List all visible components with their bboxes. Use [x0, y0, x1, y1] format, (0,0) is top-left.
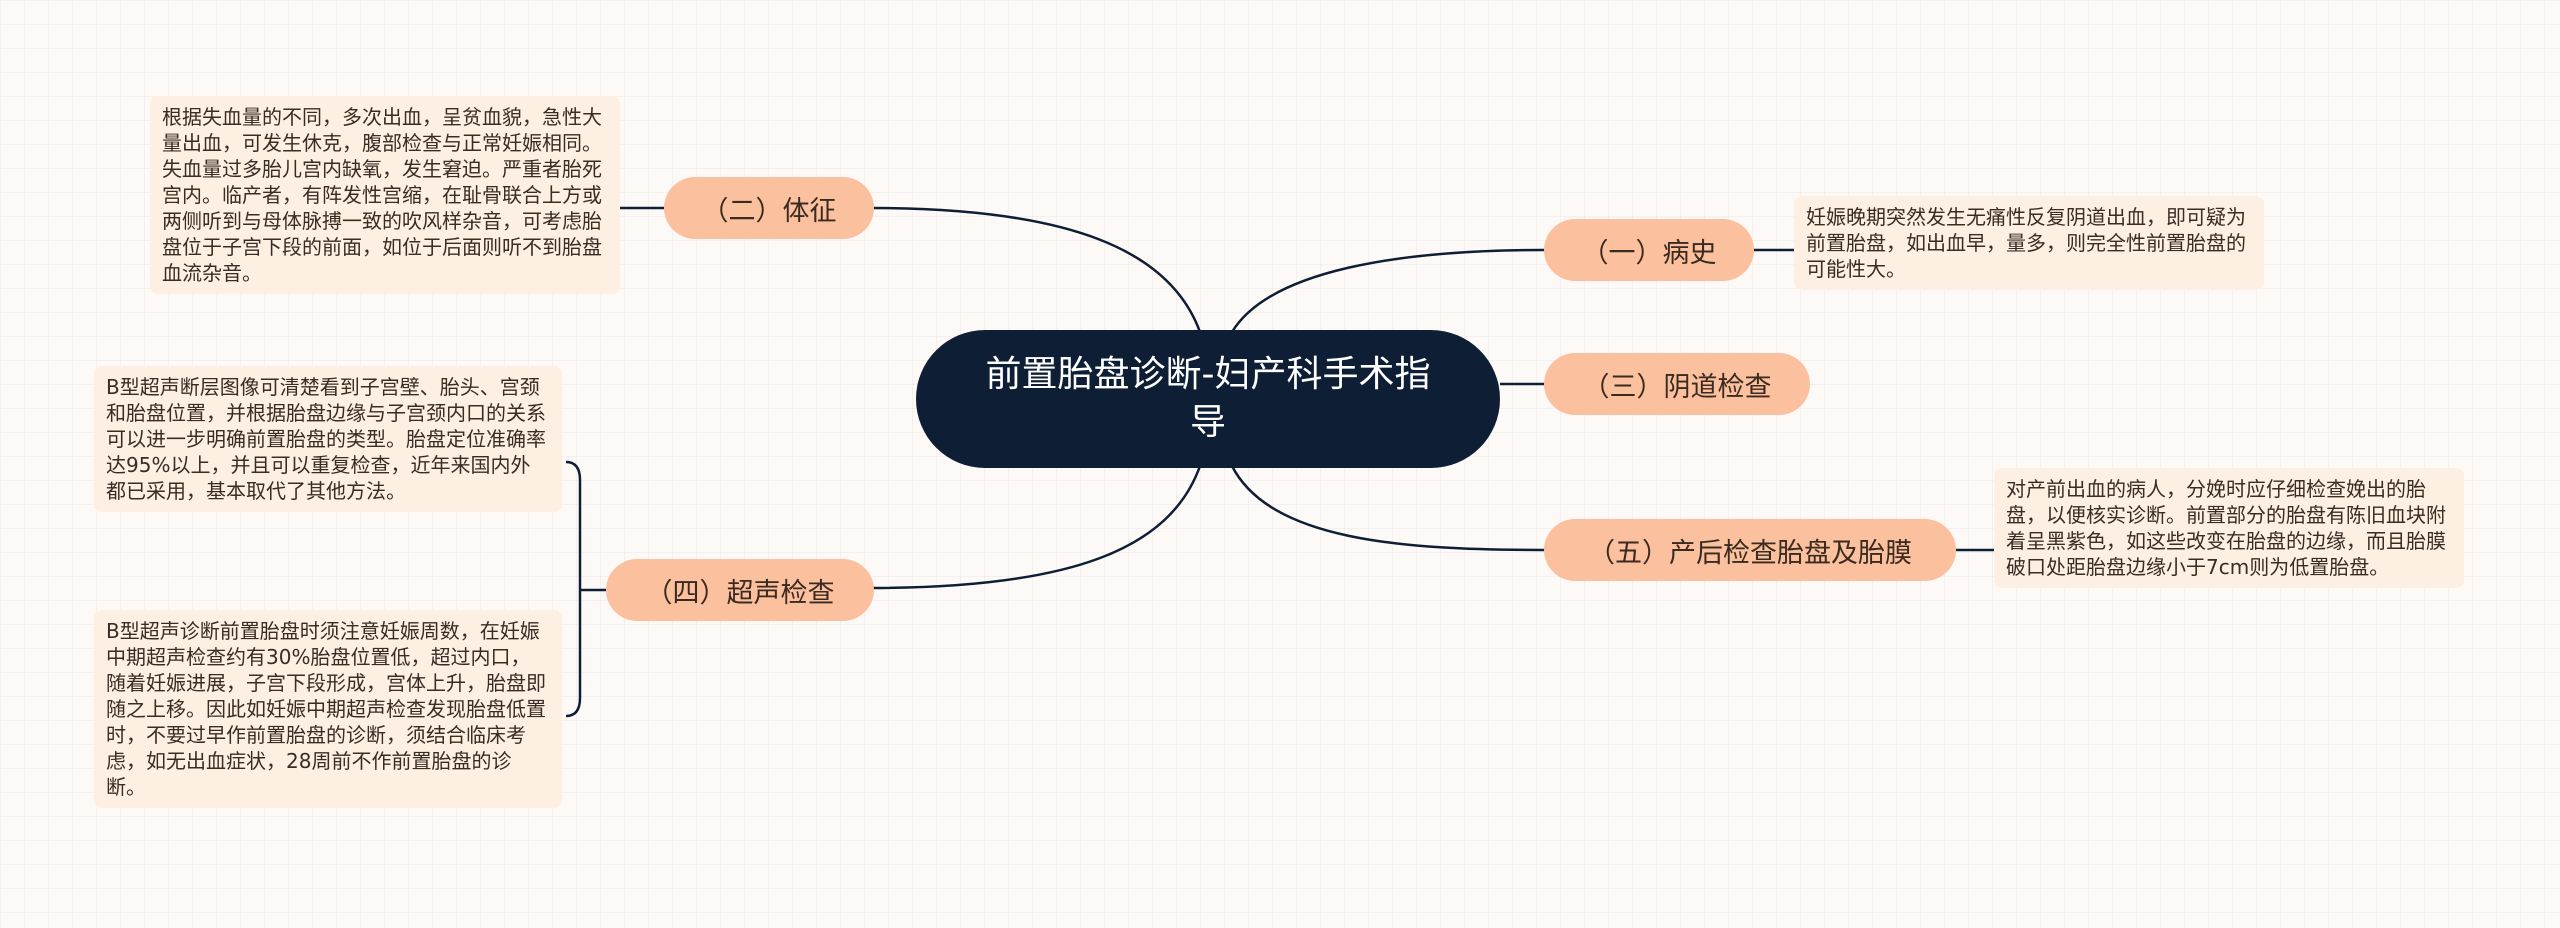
leaf-physical-signs: 根据失血量的不同，多次出血，呈贫血貌，急性大量出血，可发生休克，腹部检查与正常妊… [150, 96, 620, 294]
link-b4 [869, 465, 1202, 590]
branch-history[interactable]: （一）病史 [1544, 219, 1754, 281]
branch-ultrasound[interactable]: （四）超声检查 [606, 559, 874, 621]
leaf-text: 对产前出血的病人，分娩时应仔细检查娩出的胎盘，以便核实诊断。前置部分的胎盘有陈旧… [2006, 477, 2446, 579]
leaf-text: B型超声断层图像可清楚看到子宫壁、胎头、宫颈和胎盘位置，并根据胎盘边缘与子宫颈内… [106, 375, 546, 503]
link-b5 [1230, 465, 1545, 552]
branch-postpartum-exam[interactable]: （五）产后检查胎盘及胎膜 [1544, 519, 1956, 581]
leaf-history: 妊娠晚期突然发生无痛性反复阴道出血，即可疑为前置胎盘，如出血早，量多，则完全性前… [1794, 196, 2264, 290]
branch-label: （二）体征 [701, 195, 837, 227]
b4-bracket [565, 460, 582, 718]
leaf-text: 妊娠晚期突然发生无痛性反复阴道出血，即可疑为前置胎盘，如出血早，量多，则完全性前… [1806, 205, 2246, 281]
branch-vaginal-exam[interactable]: （三）阴道检查 [1544, 353, 1810, 415]
leaf-ultrasound-1: B型超声断层图像可清楚看到子宫壁、胎头、宫颈和胎盘位置，并根据胎盘边缘与子宫颈内… [94, 366, 562, 512]
branch-label: （三）阴道检查 [1582, 371, 1772, 403]
leaf-postpartum-exam: 对产前出血的病人，分娩时应仔细检查娩出的胎盘，以便核实诊断。前置部分的胎盘有陈旧… [1994, 468, 2464, 588]
branch-physical-signs[interactable]: （二）体征 [664, 177, 874, 239]
branch-label: （四）超声检查 [645, 577, 835, 609]
link-b2 [869, 206, 1202, 333]
link-b1 [1230, 248, 1545, 333]
central-topic-label: 前置胎盘诊断-妇产科手术指导 [985, 354, 1431, 443]
branch-label: （五）产后检查胎盘及胎膜 [1588, 537, 1912, 569]
central-topic[interactable]: 前置胎盘诊断-妇产科手术指导 [916, 330, 1500, 468]
leaf-text: B型超声诊断前置胎盘时须注意妊娠周数，在妊娠中期超声检查约有30%胎盘位置低，超… [106, 619, 546, 799]
leaf-text: 根据失血量的不同，多次出血，呈贫血貌，急性大量出血，可发生休克，腹部检查与正常妊… [162, 105, 602, 285]
branch-label: （一）病史 [1581, 237, 1717, 269]
leaf-ultrasound-2: B型超声诊断前置胎盘时须注意妊娠周数，在妊娠中期超声检查约有30%胎盘位置低，超… [94, 610, 562, 808]
